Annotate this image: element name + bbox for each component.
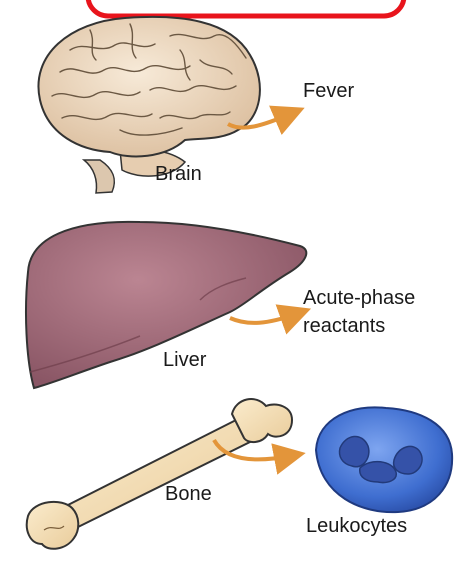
fever-label: Fever [303, 80, 354, 102]
leukocyte-illustration [316, 407, 452, 512]
bone-illustration [27, 399, 292, 549]
reactants-label: reactants [303, 315, 385, 337]
highlight-frame [88, 0, 404, 16]
liver-label: Liver [163, 349, 206, 371]
leukocytes-label: Leukocytes [306, 515, 407, 537]
acute-phase-label: Acute-phase [303, 287, 415, 309]
bone-label: Bone [165, 483, 212, 505]
brain-label: Brain [155, 163, 202, 185]
brain-illustration [38, 17, 259, 193]
acute-phase-arrow [230, 314, 296, 323]
